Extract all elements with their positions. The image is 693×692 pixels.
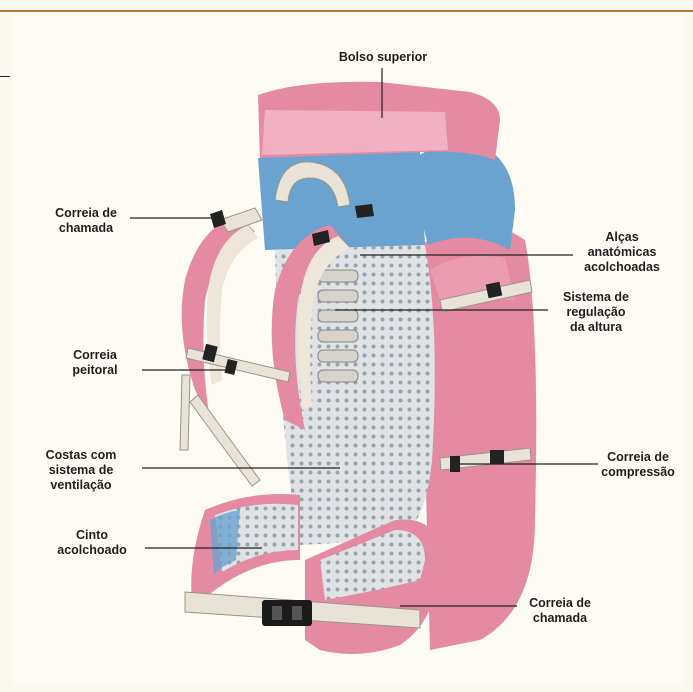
label-correia-de-chamada-bottom: Correia de chamada [510,596,610,626]
label-correia-de-chamada-top: Correia de chamada [36,206,136,236]
label-cinto-acolchoado: Cinto acolchoado [40,528,144,558]
load-lifter-buckle-2 [355,204,374,218]
label-correia-peitoral: Correia peitoral [50,348,140,378]
hip-belt-buckle-slot-2 [292,606,302,620]
top-lid-flap [262,110,448,155]
label-correia-compressao: Correia de compressão [586,450,690,480]
label-sistema-regulacao: Sistema de regulação da altura [540,290,652,335]
strap-end-left [180,375,190,450]
compression-buckle-upper [486,282,503,299]
strap-end-mid [190,395,260,486]
label-alcas-anatomicas: Alças anatómicas acolchoadas [566,230,678,275]
label-costas-ventilacao: Costas com sistema de ventilação [18,448,144,493]
hip-belt-buckle-slot [272,606,282,620]
compression-buckle-lower-2 [490,450,504,464]
hip-belt-buckle [262,600,312,626]
label-bolso-superior: Bolso superior [324,50,442,65]
